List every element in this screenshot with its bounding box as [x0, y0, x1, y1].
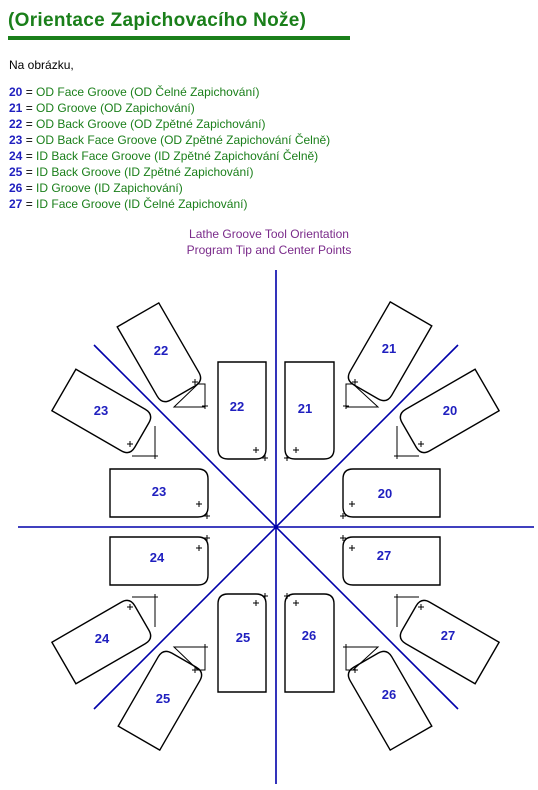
- tool-26-diagonal: 26: [343, 644, 433, 752]
- tip-point-marker: [340, 535, 355, 551]
- tip-point-marker: [127, 594, 158, 610]
- center-point: [274, 525, 278, 529]
- page-title: (Orientace Zapichovacího Nože): [8, 10, 307, 31]
- legend-description: OD Back Groove (OD Zpětné Zapichování): [36, 117, 266, 131]
- tool-20-horizontal: 20: [340, 468, 441, 519]
- tool-20-diagonal: 20: [394, 368, 501, 459]
- tip-point-marker: [343, 379, 358, 409]
- tip-point-marker: [196, 501, 210, 519]
- tip-point-marker: [284, 447, 299, 461]
- tip-point-marker: [196, 535, 210, 551]
- legend-number: 21: [9, 101, 23, 115]
- legend-item: 20 = OD Face Groove (OD Čelné Zapichován…: [9, 84, 330, 100]
- tool-label: 24: [150, 550, 165, 565]
- intro-text: Na obrázku,: [9, 58, 74, 72]
- title-underline: [8, 36, 350, 40]
- tool-label: 25: [236, 630, 250, 645]
- tip-point-marker: [253, 593, 268, 606]
- legend-description: OD Back Face Groove (OD Zpětné Zapichová…: [36, 133, 331, 147]
- legend-number: 27: [9, 197, 23, 211]
- legend-item: 23 = OD Back Face Groove (OD Zpětné Zapi…: [9, 132, 330, 148]
- legend-equals: =: [22, 197, 37, 211]
- tool-25-vertical: 25: [217, 593, 268, 693]
- legend-number: 22: [9, 117, 23, 131]
- tip-point-marker: [340, 501, 355, 519]
- tool-label: 20: [443, 403, 457, 418]
- legend-number: 26: [9, 181, 23, 195]
- tool-26-vertical: 26: [284, 593, 335, 693]
- diagram-caption-title: Lathe Groove Tool Orientation: [189, 227, 349, 241]
- page-header: (Orientace Zapichovacího Nože): [8, 10, 350, 40]
- tip-point-marker: [394, 441, 424, 459]
- legend-number: 20: [9, 85, 23, 99]
- tool-label: 25: [156, 691, 170, 706]
- diagram-caption-subtitle: Program Tip and Center Points: [186, 243, 352, 257]
- tool-27-diagonal: 27: [394, 594, 501, 685]
- tool-label: 22: [230, 399, 244, 414]
- legend-number: 24: [9, 149, 23, 163]
- tool-label: 23: [152, 484, 166, 499]
- legend-number: 25: [9, 165, 23, 179]
- legend-description: ID Groove (ID Zapichování): [36, 181, 183, 195]
- tool-23-diagonal: 23: [50, 368, 158, 459]
- legend-description: OD Face Groove (OD Čelné Zapichování): [36, 85, 260, 99]
- tool-22-vertical: 22: [217, 361, 268, 461]
- legend-equals: =: [22, 181, 37, 195]
- tool-24-horizontal: 24: [109, 535, 210, 586]
- legend-description: ID Face Groove (ID Čelné Zapichování): [36, 197, 248, 211]
- tool-label: 21: [298, 401, 312, 416]
- legend-equals: =: [22, 101, 37, 115]
- tool-legend: 20 = OD Face Groove (OD Čelné Zapichován…: [9, 84, 330, 212]
- tip-point-marker: [253, 447, 268, 461]
- legend-equals: =: [22, 165, 37, 179]
- tip-point-marker: [284, 593, 299, 606]
- legend-description: ID Back Face Groove (ID Zpětné Zapichová…: [36, 149, 319, 163]
- tool-label: 22: [154, 343, 168, 358]
- tool-label: 26: [302, 628, 316, 643]
- tool-label: 27: [377, 548, 391, 563]
- tool-label: 27: [441, 628, 455, 643]
- legend-description: OD Groove (OD Zapichování): [36, 101, 195, 115]
- legend-equals: =: [22, 149, 37, 163]
- tool-25-diagonal: 25: [117, 644, 208, 752]
- tip-point-marker: [192, 644, 208, 673]
- tip-point-marker: [192, 379, 208, 409]
- legend-equals: =: [22, 117, 37, 131]
- tool-21-diagonal: 21: [343, 300, 433, 409]
- legend-number: 23: [9, 133, 23, 147]
- tool-label: 20: [378, 486, 392, 501]
- tool-label: 21: [382, 341, 396, 356]
- tool-22-diagonal: 22: [116, 301, 208, 409]
- tool-label: 26: [382, 687, 396, 702]
- tool-21-vertical: 21: [284, 361, 335, 461]
- tool-24-diagonal: 24: [50, 594, 158, 685]
- tool-label: 23: [94, 403, 108, 418]
- legend-item: 25 = ID Back Groove (ID Zpětné Zapichová…: [9, 164, 330, 180]
- tool-27-horizontal: 27: [340, 535, 441, 586]
- tip-point-marker: [343, 644, 358, 673]
- legend-item: 27 = ID Face Groove (ID Čelné Zapichován…: [9, 196, 330, 212]
- tool-label: 24: [95, 631, 110, 646]
- legend-equals: =: [22, 133, 37, 147]
- legend-item: 21 = OD Groove (OD Zapichování): [9, 100, 330, 116]
- tip-point-marker: [394, 594, 424, 610]
- legend-equals: =: [22, 85, 37, 99]
- legend-item: 26 = ID Groove (ID Zapichování): [9, 180, 330, 196]
- tip-point-marker: [127, 441, 158, 459]
- legend-item: 24 = ID Back Face Groove (ID Zpětné Zapi…: [9, 148, 330, 164]
- tool-23-horizontal: 23: [109, 468, 210, 519]
- legend-description: ID Back Groove (ID Zpětné Zapichování): [36, 165, 254, 179]
- legend-item: 22 = OD Back Groove (OD Zpětné Zapichová…: [9, 116, 330, 132]
